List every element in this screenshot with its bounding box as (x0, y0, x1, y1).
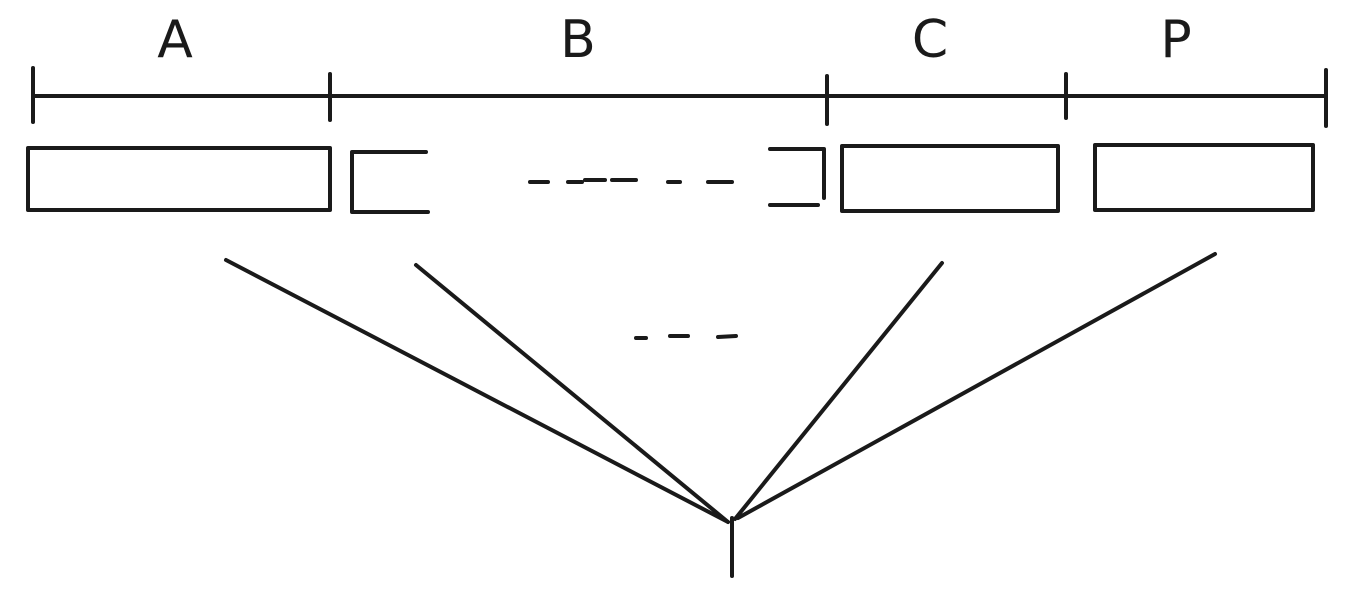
converge-line-b (414, 263, 730, 524)
segment-label-c: C (911, 10, 949, 70)
segment-label-a: A (157, 10, 193, 70)
converge-dashes (634, 334, 738, 340)
converge-line-a (224, 258, 730, 524)
block-b-dashes (528, 178, 734, 184)
segment-label-b: B (560, 10, 596, 70)
converge-line-c (733, 261, 944, 521)
block-a (26, 146, 332, 212)
block-d (1093, 143, 1315, 212)
block-b-left-bracket (350, 150, 430, 214)
segment-label-d: P (1160, 10, 1192, 70)
block-b-right-bracket (768, 147, 826, 200)
converge-line-d (736, 252, 1217, 520)
block-c (840, 144, 1060, 213)
